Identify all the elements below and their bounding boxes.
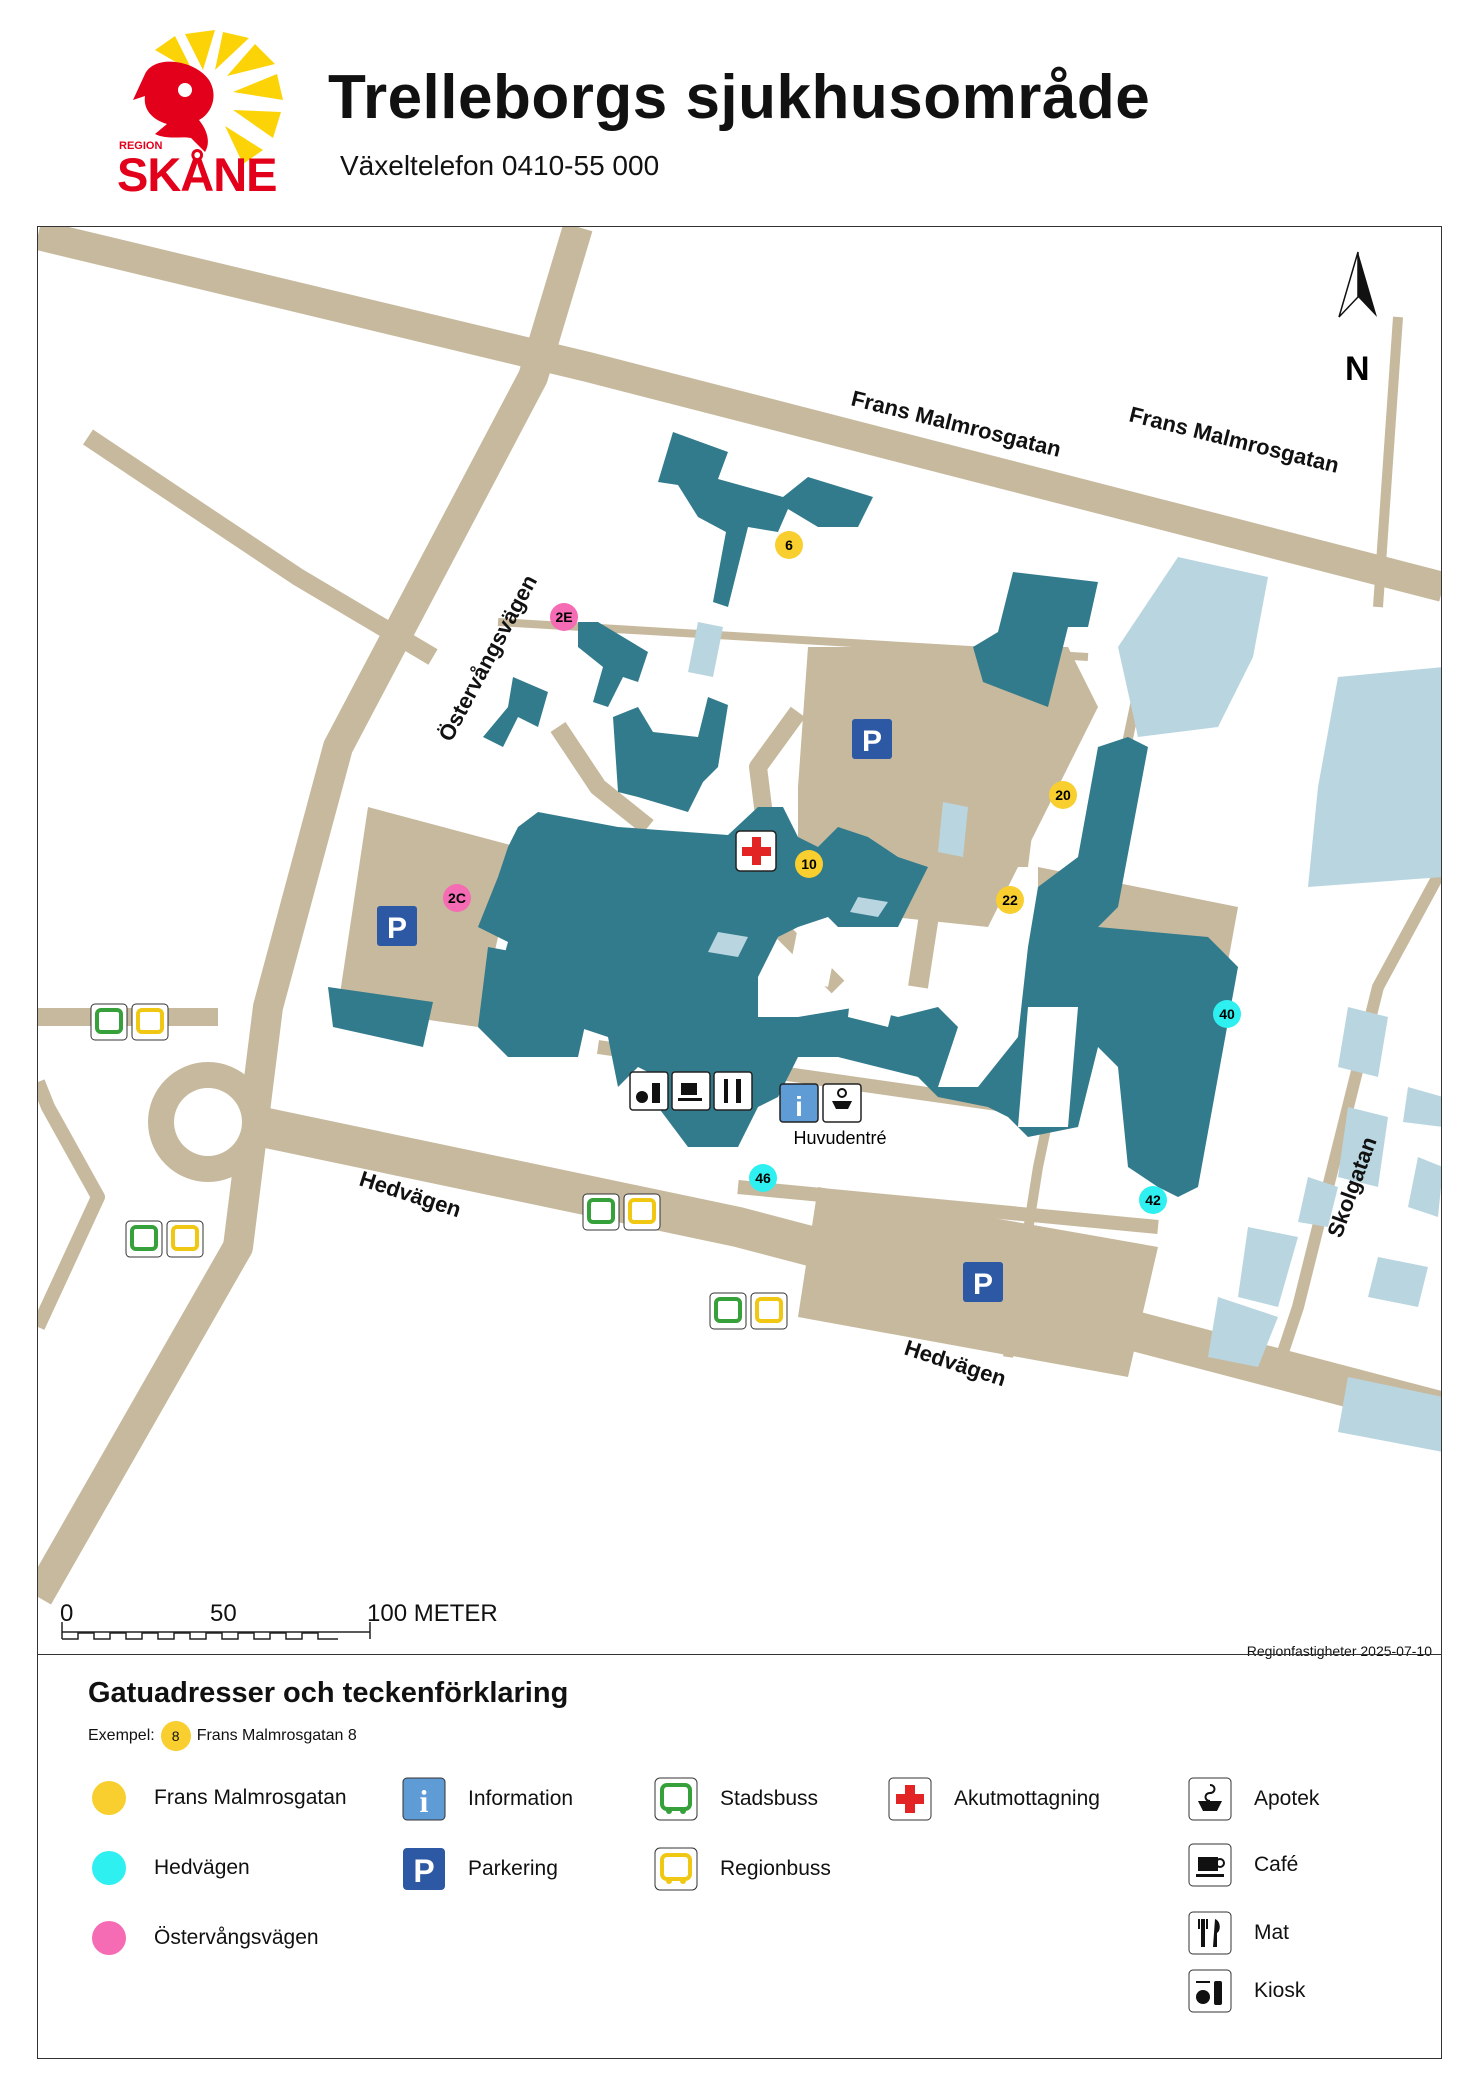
address-marker-2e[interactable]: 2E — [550, 603, 578, 631]
scale-label-50: 50 — [210, 1600, 237, 1627]
svg-text:40: 40 — [1219, 1006, 1235, 1022]
north-label: N — [1345, 350, 1370, 388]
legend-item-ostervang: Östervångsvägen — [92, 1921, 319, 1955]
legend-item-hedvagen: Hedvägen — [92, 1851, 250, 1885]
bus-stop — [623, 1193, 661, 1231]
legend-item-mat: Mat — [1188, 1911, 1289, 1955]
yellow-dot-icon — [92, 1781, 126, 1815]
bus-stop — [90, 1003, 128, 1041]
pharmacy-icon[interactable] — [822, 1083, 862, 1123]
address-marker-20[interactable]: 20 — [1049, 781, 1077, 809]
cyan-dot-icon — [92, 1851, 126, 1885]
scale-label-0: 0 — [60, 1600, 74, 1627]
region-skane-logo — [133, 30, 283, 164]
logo-region-text: REGION — [119, 140, 163, 152]
example-label: Exempel: — [88, 1727, 155, 1744]
address-marker-42[interactable]: 42 — [1139, 1186, 1167, 1214]
address-marker-10[interactable]: 10 — [795, 850, 823, 878]
fork-knife-icon — [1188, 1911, 1232, 1955]
legend-item-apotek: Apotek — [1188, 1777, 1319, 1821]
legend-item-frans: Frans Malmrosgatan — [92, 1781, 347, 1815]
legend-item-cafe: Café — [1188, 1843, 1298, 1887]
legend-title: Gatuadresser och teckenförklaring — [88, 1677, 569, 1709]
address-marker-22[interactable]: 22 — [996, 886, 1024, 914]
switchboard-phone: Växeltelefon 0410-55 000 — [340, 150, 660, 181]
svg-text:46: 46 — [755, 1170, 771, 1186]
svg-text:Huvudentré: Huvudentré — [793, 1128, 886, 1148]
svg-text:P: P — [862, 725, 882, 758]
scale-label-100: 100 METER — [367, 1600, 498, 1627]
bus-stop — [709, 1292, 747, 1330]
pharmacy-icon — [1188, 1777, 1232, 1821]
emergency-cross-icon — [888, 1777, 932, 1821]
legend-item-parkering: P Parkering — [402, 1847, 558, 1891]
page-title: Trelleborgs sjukhusområde — [328, 63, 1151, 132]
regional-bus-icon — [654, 1847, 698, 1891]
information-icon: i — [402, 1777, 446, 1821]
legend-item-stadsbuss: Stadsbuss — [654, 1777, 818, 1821]
svg-text:6: 6 — [785, 537, 793, 553]
site-map[interactable]: Frans Malmrosgatan Frans Malmrosgatan Ös… — [37, 226, 1442, 1655]
legend-item-akut: Akutmottagning — [888, 1777, 1100, 1821]
logo-skane-text: SKÅNE — [117, 148, 278, 201]
example-marker: 8 — [160, 1721, 191, 1751]
parking-icon[interactable]: P — [852, 719, 892, 759]
bus-stop — [166, 1220, 204, 1258]
coffee-cup-icon — [1188, 1843, 1232, 1887]
bus-stop-icons[interactable] — [90, 1003, 788, 1330]
legend-example: Exempel: 8 Frans Malmrosgatan 8 — [88, 1721, 357, 1751]
svg-text:P: P — [387, 912, 407, 945]
bus-stop — [125, 1220, 163, 1258]
street-label-frans-2: Frans Malmrosgatan — [1127, 402, 1342, 478]
address-marker-40[interactable]: 40 — [1213, 1000, 1241, 1028]
svg-text:42: 42 — [1145, 1192, 1161, 1208]
neighbour-buildings — [688, 557, 1441, 1452]
example-text: Frans Malmrosgatan 8 — [196, 1727, 357, 1744]
city-bus-icon — [654, 1777, 698, 1821]
north-arrow: N — [1338, 251, 1377, 388]
legend-item-kiosk: Kiosk — [1188, 1969, 1305, 2013]
bus-stop — [131, 1003, 169, 1041]
address-marker-6[interactable]: 6 — [775, 531, 803, 559]
svg-text:20: 20 — [1055, 787, 1071, 803]
bus-stop — [750, 1292, 788, 1330]
information-icon[interactable]: i — [779, 1083, 819, 1123]
svg-text:i: i — [795, 1091, 803, 1122]
scale-bar — [61, 1622, 371, 1640]
address-marker-46[interactable]: 46 — [749, 1164, 777, 1192]
svg-text:10: 10 — [801, 856, 817, 872]
emergency-icon[interactable] — [735, 830, 777, 872]
legend-item-information: i Information — [402, 1777, 573, 1821]
pink-dot-icon — [92, 1921, 126, 1955]
legend-item-regionbuss: Regionbuss — [654, 1847, 831, 1891]
bus-stop — [582, 1193, 620, 1231]
cafe-icon[interactable] — [671, 1071, 711, 1111]
svg-text:2C: 2C — [448, 890, 466, 906]
parking-icon: P — [403, 1848, 445, 1890]
svg-text:2E: 2E — [555, 609, 572, 625]
address-marker-2c[interactable]: 2C — [443, 884, 471, 912]
map-credit: Regionfastigheter 2025-07-10 — [1246, 1643, 1432, 1659]
main-entrance-label: Huvudentré — [778, 1124, 902, 1150]
legend-panel: Gatuadresser och teckenförklaring Exempe… — [37, 1654, 1442, 2059]
svg-text:P: P — [973, 1268, 993, 1301]
svg-text:P: P — [413, 1853, 434, 1889]
kiosk-icon — [1188, 1969, 1232, 2013]
food-icon[interactable] — [713, 1071, 753, 1111]
kiosk-icon[interactable] — [629, 1071, 669, 1111]
svg-text:22: 22 — [1002, 892, 1018, 908]
parking-icon[interactable]: P — [377, 906, 417, 946]
svg-text:i: i — [420, 1783, 429, 1819]
parking-icon[interactable]: P — [963, 1262, 1003, 1302]
